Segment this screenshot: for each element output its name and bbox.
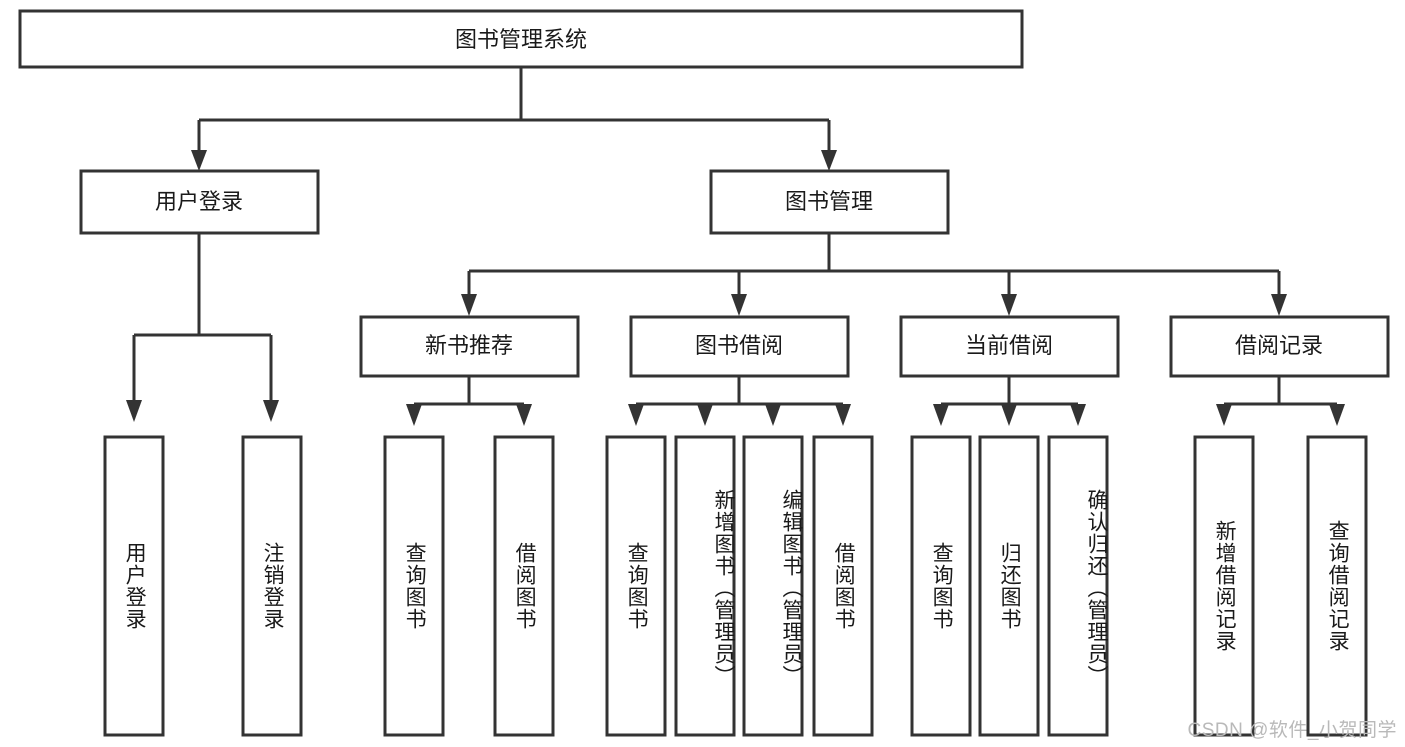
node-current-borrow-label: 当前借阅 [965,333,1053,358]
connector-book-manage-to-level2 [461,233,1287,316]
node-book-borrow-label: 图书借阅 [695,333,783,358]
node-current-borrow[interactable]: 当前借阅 [899,315,1120,378]
connector-root-to-level1 [191,67,837,171]
node-leaf-query-book-2[interactable] [605,435,667,737]
node-book-borrow[interactable]: 图书借阅 [629,315,850,378]
node-leaf-query-book-1[interactable] [383,435,445,737]
node-leaf-user-login[interactable] [103,435,165,737]
node-leaf-query-book-3[interactable] [910,435,972,737]
node-new-book-recommend[interactable]: 新书推荐 [359,315,580,378]
node-user-login[interactable]: 用户登录 [79,169,320,235]
node-leaf-add-record[interactable] [1193,435,1255,737]
node-leaf-query-record[interactable] [1306,435,1368,737]
node-leaf-logout[interactable] [241,435,303,737]
node-leaf-add-book[interactable] [674,435,736,737]
connector-new-book-to-leaves [406,376,532,426]
node-user-login-label: 用户登录 [155,189,243,214]
node-borrow-record-label: 借阅记录 [1235,333,1323,358]
connector-current-borrow-to-leaves [933,376,1086,426]
node-leaf-edit-book[interactable] [742,435,804,737]
connector-book-borrow-to-leaves [628,376,851,426]
node-leaf-return-book[interactable] [978,435,1040,737]
leaf-boxes-user-login [103,435,303,737]
leaf-boxes-current-borrow [910,435,1109,737]
node-leaf-confirm-return[interactable] [1047,435,1109,737]
node-root-system-label: 图书管理系统 [455,27,587,52]
node-borrow-record[interactable]: 借阅记录 [1169,315,1390,378]
connector-user-login-to-leaves [126,233,279,422]
connector-borrow-record-to-leaves [1216,376,1345,426]
node-leaf-borrow-book-2[interactable] [812,435,874,737]
csdn-watermark: CSDN @软件_小贺同学 [1187,720,1397,741]
node-leaf-borrow-book-1[interactable] [493,435,555,737]
node-root-system[interactable]: 图书管理系统 [18,9,1024,69]
node-book-manage-label: 图书管理 [785,189,873,214]
leaf-boxes-borrow-record [1193,435,1368,737]
node-book-manage[interactable]: 图书管理 [709,169,950,235]
leaf-boxes-book-borrow [605,435,874,737]
node-new-book-recommend-label: 新书推荐 [425,333,513,358]
leaf-boxes-new-book-recommend [383,435,555,737]
